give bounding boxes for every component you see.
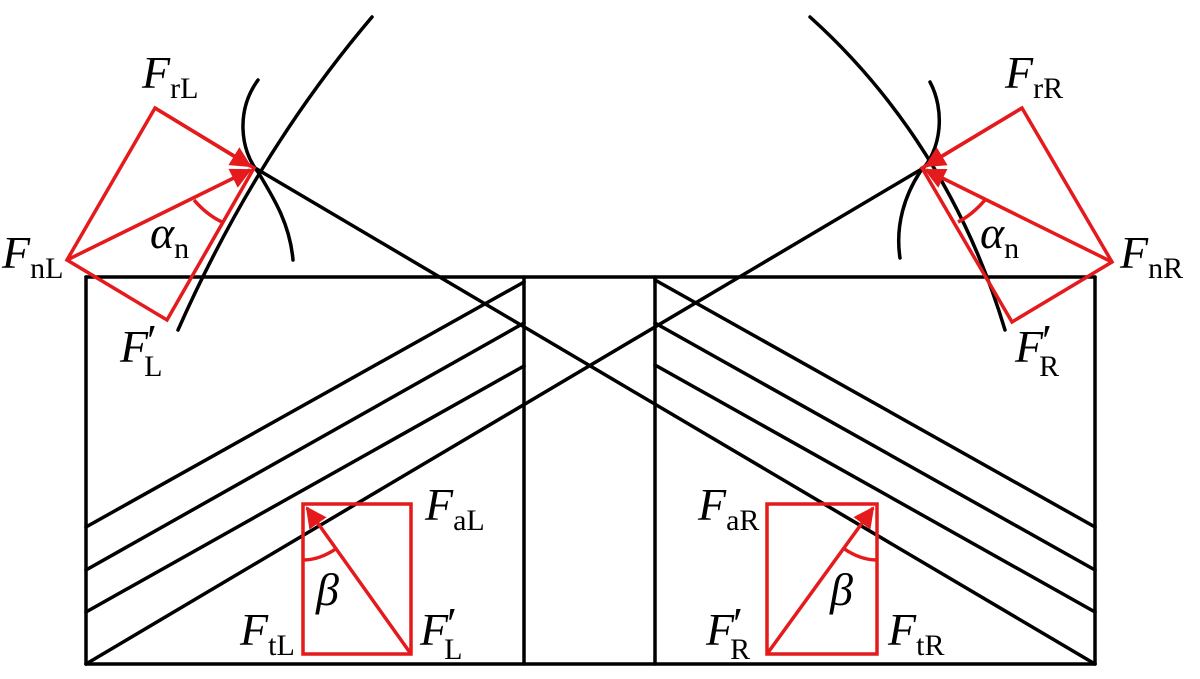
left-helix-line-2: [84, 321, 526, 572]
label-beta-left: β: [315, 564, 339, 615]
right-helix-line-1: [653, 278, 1097, 529]
right-normal-force-arrow: [924, 168, 1113, 264]
right-resultant-arrow: [765, 506, 875, 656]
tooth-profile-curves: [176, 15, 1007, 332]
left-resultant-arrow: [305, 506, 413, 656]
right-lower-rectangle: [765, 502, 879, 656]
label-FnL: FnL: [1, 227, 63, 285]
label-beta-right: β: [829, 564, 853, 615]
right-helix-line-3: [653, 363, 1097, 614]
left-helix-line-3: [84, 364, 526, 614]
right-outer-arc: [808, 15, 1007, 332]
left-radial-force-arrow: [154, 106, 252, 168]
right-upper-force-diagram: [919, 105, 1115, 325]
right-alpha-arc: [957, 198, 987, 224]
left-outer-arc: [176, 15, 374, 332]
label-FpL-bot: F′L: [419, 598, 463, 666]
left-helix-line-4: [84, 168, 922, 666]
label-FtR: FtR: [887, 604, 944, 662]
left-lower-rectangle: [301, 502, 413, 656]
label-FpL-top: F′L: [119, 315, 163, 383]
label-FaR: FaR: [697, 479, 759, 537]
labels: FrL FnL F′L αn FrR FnR F′R αn FaL FtL: [1, 47, 1183, 666]
label-FpR-bot: F′R: [705, 598, 750, 666]
label-FrL: FrL: [141, 47, 198, 105]
right-helix-line-2: [653, 321, 1097, 572]
label-FrR: FrR: [1004, 47, 1063, 105]
right-helix-lines: [253, 166, 1097, 666]
right-tooth-profile: [896, 80, 941, 260]
left-alpha-arc: [192, 198, 223, 224]
right-lower-force-diagram: [765, 502, 879, 656]
label-FtL: FtL: [239, 604, 295, 662]
right-radial-force-arrow: [924, 106, 1023, 168]
left-upper-force-diagram: [64, 105, 257, 323]
label-alpha-left: αn: [150, 207, 189, 265]
left-lower-force-diagram: [301, 502, 413, 656]
left-helix-line-1: [84, 280, 526, 529]
label-FpR-top: F′R: [1014, 315, 1059, 383]
label-FnR: FnR: [1119, 227, 1183, 285]
left-beta-arc: [302, 546, 339, 562]
left-tooth-profile: [241, 78, 295, 262]
label-FaL: FaL: [424, 479, 485, 537]
gear-body: [84, 275, 1097, 666]
right-beta-arc: [841, 546, 878, 562]
right-helix-line-4: [253, 166, 1097, 666]
left-normal-force-arrow: [66, 168, 252, 262]
label-alpha-right: αn: [980, 207, 1019, 265]
left-helix-lines: [84, 168, 922, 666]
